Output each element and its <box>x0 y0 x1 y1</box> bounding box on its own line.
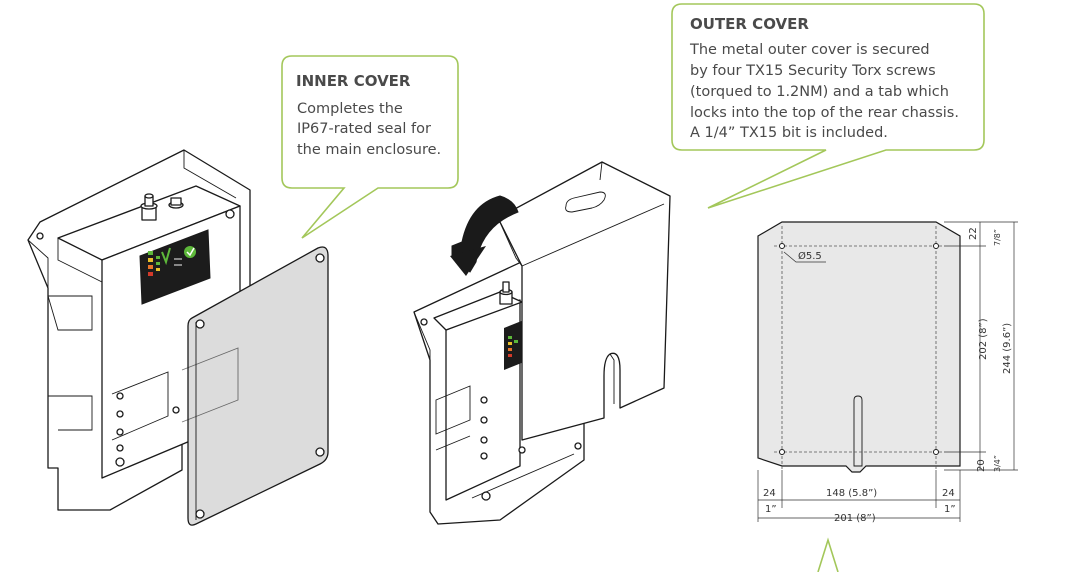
total-height-label: 244 (9.6”) <box>1002 323 1013 374</box>
hole-leader <box>783 251 826 263</box>
middle-front-screws <box>480 396 582 501</box>
chassis-cutouts <box>47 295 93 431</box>
bottom-offset-label: 20 <box>976 459 987 472</box>
h-dim-lines <box>758 499 960 519</box>
left-margin-label: 24 <box>763 488 776 499</box>
v-extension-lines <box>944 221 1018 471</box>
inner-cover-screws <box>195 253 325 519</box>
inner-cover-callout-bubble <box>281 55 459 239</box>
total-width-label: 201 (8”) <box>834 513 876 524</box>
chassis-hole <box>36 232 44 240</box>
outer-cover-title: OUTER COVER <box>690 15 809 33</box>
hole-spacing-h-label: 148 (5.8”) <box>826 488 877 499</box>
chassis-top-fold <box>183 150 237 199</box>
rotate-arrow-head <box>450 246 486 276</box>
outer-cover-line-5: A 1/4” TX15 bit is included. <box>690 125 888 141</box>
right-margin-label: 24 <box>942 488 955 499</box>
outer-cover-line-2: by four TX15 Security Torx screws <box>690 63 936 79</box>
status-led-panel-icon <box>139 229 211 305</box>
middle-box-cutouts <box>435 385 471 451</box>
outer-cover-top-edge <box>521 203 665 267</box>
top-offset-label: 22 <box>968 227 979 240</box>
inner-cover-title: INNER COVER <box>296 72 411 90</box>
outer-cover-shell <box>497 161 671 441</box>
outer-cover-front-fold <box>497 217 523 267</box>
middle-bottom-lip <box>471 453 575 499</box>
antenna-connector <box>140 193 184 221</box>
main-box-edge <box>57 238 103 283</box>
hole-centerline-v <box>781 226 937 470</box>
v-dim-lines <box>979 222 1015 470</box>
top-offset-inch-label: 7/8” <box>993 229 1002 246</box>
outer-cover-dimension-drawing: Ø5.5 22 7/8” 202 (8”) 244 (9.6”) 20 3/4”… <box>757 221 1018 572</box>
chassis-left-flange <box>27 239 49 288</box>
h-extension-lines <box>757 470 961 522</box>
hole-spacing-v-label: 202 (8”) <box>978 318 989 360</box>
right-margin-inch-label: 1” <box>944 504 956 515</box>
middle-chassis-flange <box>413 311 431 512</box>
inner-cover-ghost-lines <box>181 347 239 423</box>
bottom-callout-pointer <box>817 537 839 572</box>
hole-diameter-label: Ø5.5 <box>798 250 822 262</box>
outer-cover-line-1: The metal outer cover is secured <box>689 42 930 58</box>
bottom-offset-inch-label: 3/4” <box>993 455 1002 472</box>
inner-cover-panel <box>187 246 329 526</box>
outer-cover-flat-plate <box>757 221 961 473</box>
outer-cover-slot-depth <box>609 353 615 404</box>
mounting-holes <box>779 243 939 455</box>
inner-cover-line-3: the main enclosure. <box>297 142 441 158</box>
outer-cover-tab-cutout <box>853 395 863 467</box>
middle-status-led-panel-icon <box>504 320 524 370</box>
outer-cover-back-edge <box>599 161 603 181</box>
hole-centerline-h <box>774 245 944 453</box>
outer-cover-line-4: locks into the top of the rear chassis. <box>690 105 959 121</box>
left-margin-inch-label: 1” <box>765 504 777 515</box>
outer-cover-callout-bubble <box>671 3 985 209</box>
outer-cover-callout: OUTER COVER The metal outer cover is sec… <box>671 3 985 209</box>
enclosure-with-outer-cover <box>413 161 671 525</box>
enclosure-with-inner-cover <box>27 149 329 526</box>
inner-cover-line-2: IP67-rated seal for <box>297 121 431 137</box>
outer-cover-tab-slot <box>565 191 606 213</box>
outer-cover-line-3: (torqued to 1.2NM) and a tab which <box>690 84 949 100</box>
middle-antenna-connector <box>499 281 513 305</box>
middle-chassis-hole <box>420 318 428 326</box>
inner-cover-line-1: Completes the <box>297 101 403 117</box>
inner-cover-callout: INNER COVER Completes the IP67-rated sea… <box>281 55 459 239</box>
